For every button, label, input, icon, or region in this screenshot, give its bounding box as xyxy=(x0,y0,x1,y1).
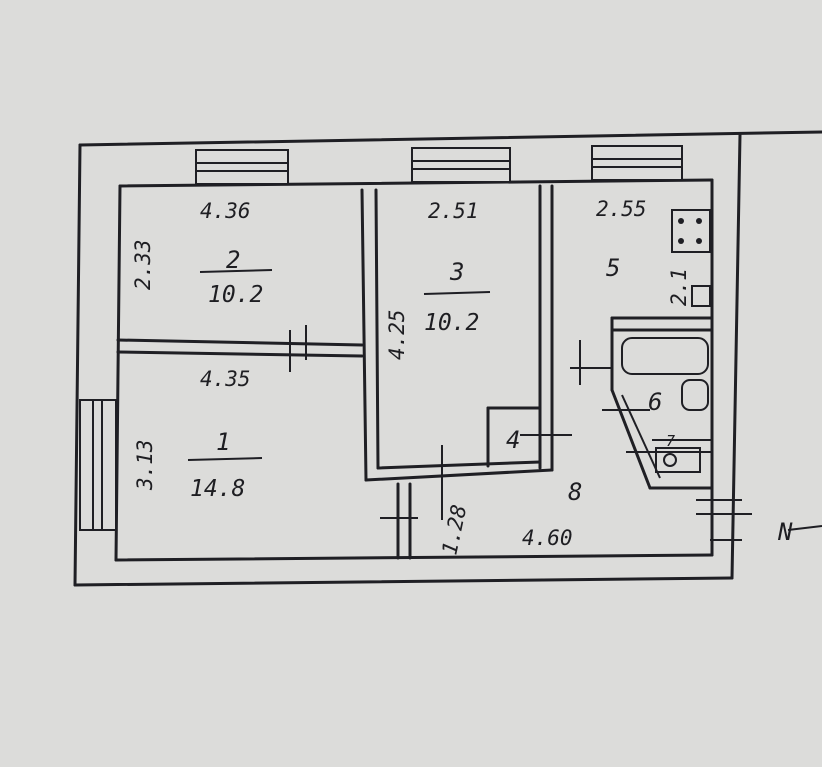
room-2-width: 4.36 xyxy=(200,199,251,223)
room-2-area: 10.2 xyxy=(208,282,263,308)
room-1-number: 1 xyxy=(216,428,230,456)
window-room-3 xyxy=(411,147,511,183)
washbasin xyxy=(681,379,709,411)
room-5-width: 2.55 xyxy=(596,197,647,221)
interior-walls xyxy=(116,184,612,560)
window-room-5 xyxy=(591,145,683,181)
window-room-2 xyxy=(195,149,289,185)
window-room-1 xyxy=(79,399,117,531)
kitchen-sink xyxy=(691,285,711,307)
room-8-number: 8 xyxy=(568,478,582,506)
room-6-number: 6 xyxy=(648,388,662,416)
room-1-area: 14.8 xyxy=(190,476,245,502)
entrance-door xyxy=(696,499,752,541)
windows xyxy=(79,145,683,531)
room-5-depth: 2.1 xyxy=(667,268,691,306)
toilet xyxy=(655,447,701,473)
room-7-number: 7 xyxy=(666,432,675,450)
room-1-depth: 3.13 xyxy=(133,439,157,491)
room-4-number: 4 xyxy=(506,426,520,454)
entrance-mark: N xyxy=(777,518,793,546)
bathroom-block xyxy=(602,316,714,490)
room-3-width: 2.51 xyxy=(428,199,479,223)
room-3-number: 3 xyxy=(449,258,464,286)
room-8-width: 4.60 xyxy=(522,526,573,550)
room-2-number: 2 xyxy=(226,246,240,274)
bathtub xyxy=(621,337,709,375)
room-3-depth: 4.25 xyxy=(385,309,409,360)
room-5-number: 5 xyxy=(606,254,620,282)
room-3-area: 10.2 xyxy=(424,310,479,336)
room-1-width: 4.35 xyxy=(200,367,251,391)
room-2-depth: 2.33 xyxy=(131,239,155,290)
kitchen-fixtures xyxy=(671,209,711,307)
stove xyxy=(671,209,711,253)
